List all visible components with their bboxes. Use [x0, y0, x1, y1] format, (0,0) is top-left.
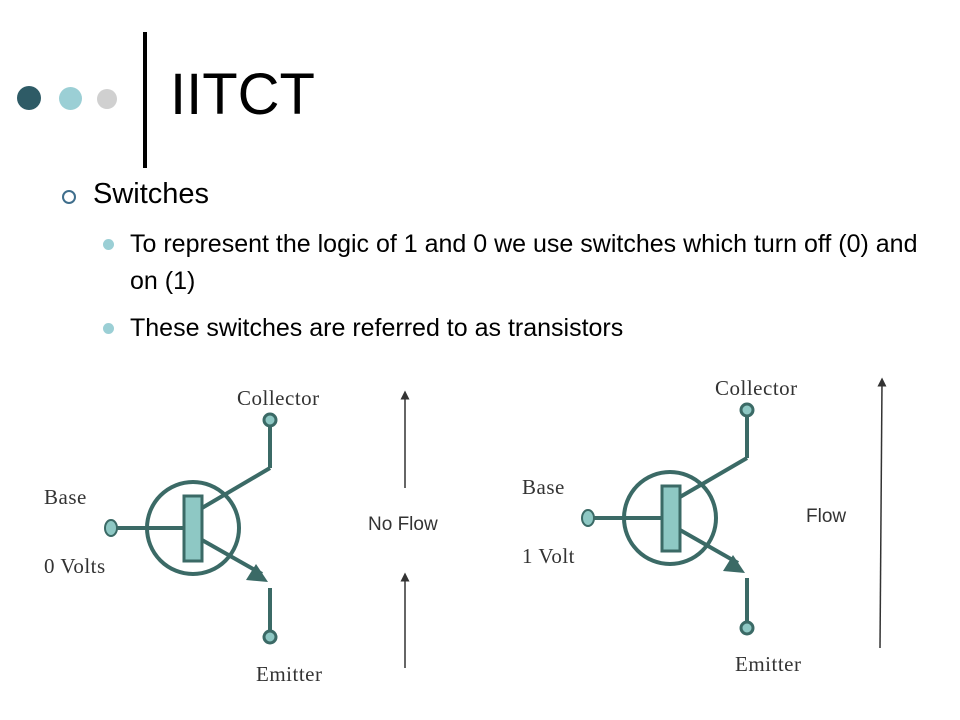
- bullet-circle-icon: [62, 190, 76, 204]
- transistor-right-emitter-arrow: [723, 555, 745, 573]
- label-left-base: Base: [44, 485, 87, 509]
- transistor-right-base-bar: [660, 484, 682, 553]
- terminal-left-base: [104, 519, 118, 537]
- label-right-base: Base: [522, 475, 565, 499]
- label-right-collector: Collector: [715, 376, 798, 400]
- sub-bullet-dot-icon: [103, 323, 114, 334]
- transistor-left-collector-diag: [200, 466, 272, 510]
- decor-dot-gray: [97, 89, 117, 109]
- label-left-flow: No Flow: [368, 514, 438, 535]
- transistor-right-collector-diag: [678, 456, 749, 499]
- transistor-left-base-bar: [182, 494, 204, 563]
- label-right-emitter: Emitter: [735, 652, 802, 676]
- transistor-right: [594, 410, 749, 627]
- terminal-right-emitter: [739, 620, 755, 636]
- transistor-left-emitter-arrow: [246, 564, 268, 582]
- slide-title: IITCT: [170, 62, 315, 127]
- bullet-switches: Switches: [93, 178, 210, 210]
- label-left-voltage: 0 Volts: [44, 554, 106, 578]
- flow-arrow-right: [877, 377, 887, 649]
- sub-bullet-1: To represent the logic of 1 and 0 we use…: [130, 230, 918, 295]
- sub-bullet-dot-icon: [103, 239, 114, 250]
- terminal-left-emitter: [262, 629, 278, 645]
- transistor-right-emitter-diag: [679, 528, 739, 565]
- decor-dot-dark: [17, 86, 41, 110]
- terminal-left-collector: [262, 412, 278, 428]
- decor-dot-teal: [59, 87, 82, 110]
- sub-bullet-2: These switches are referred to as transi…: [130, 314, 624, 342]
- label-left-collector: Collector: [237, 386, 320, 410]
- terminal-right-collector: [739, 402, 755, 418]
- terminal-right-base: [581, 509, 595, 527]
- label-right-flow: Flow: [806, 506, 847, 527]
- title-divider: [143, 32, 147, 168]
- transistor-left: [116, 420, 272, 636]
- label-right-voltage: 1 Volt: [522, 544, 575, 568]
- label-left-emitter: Emitter: [256, 662, 323, 686]
- transistor-left-emitter-diag: [201, 538, 263, 576]
